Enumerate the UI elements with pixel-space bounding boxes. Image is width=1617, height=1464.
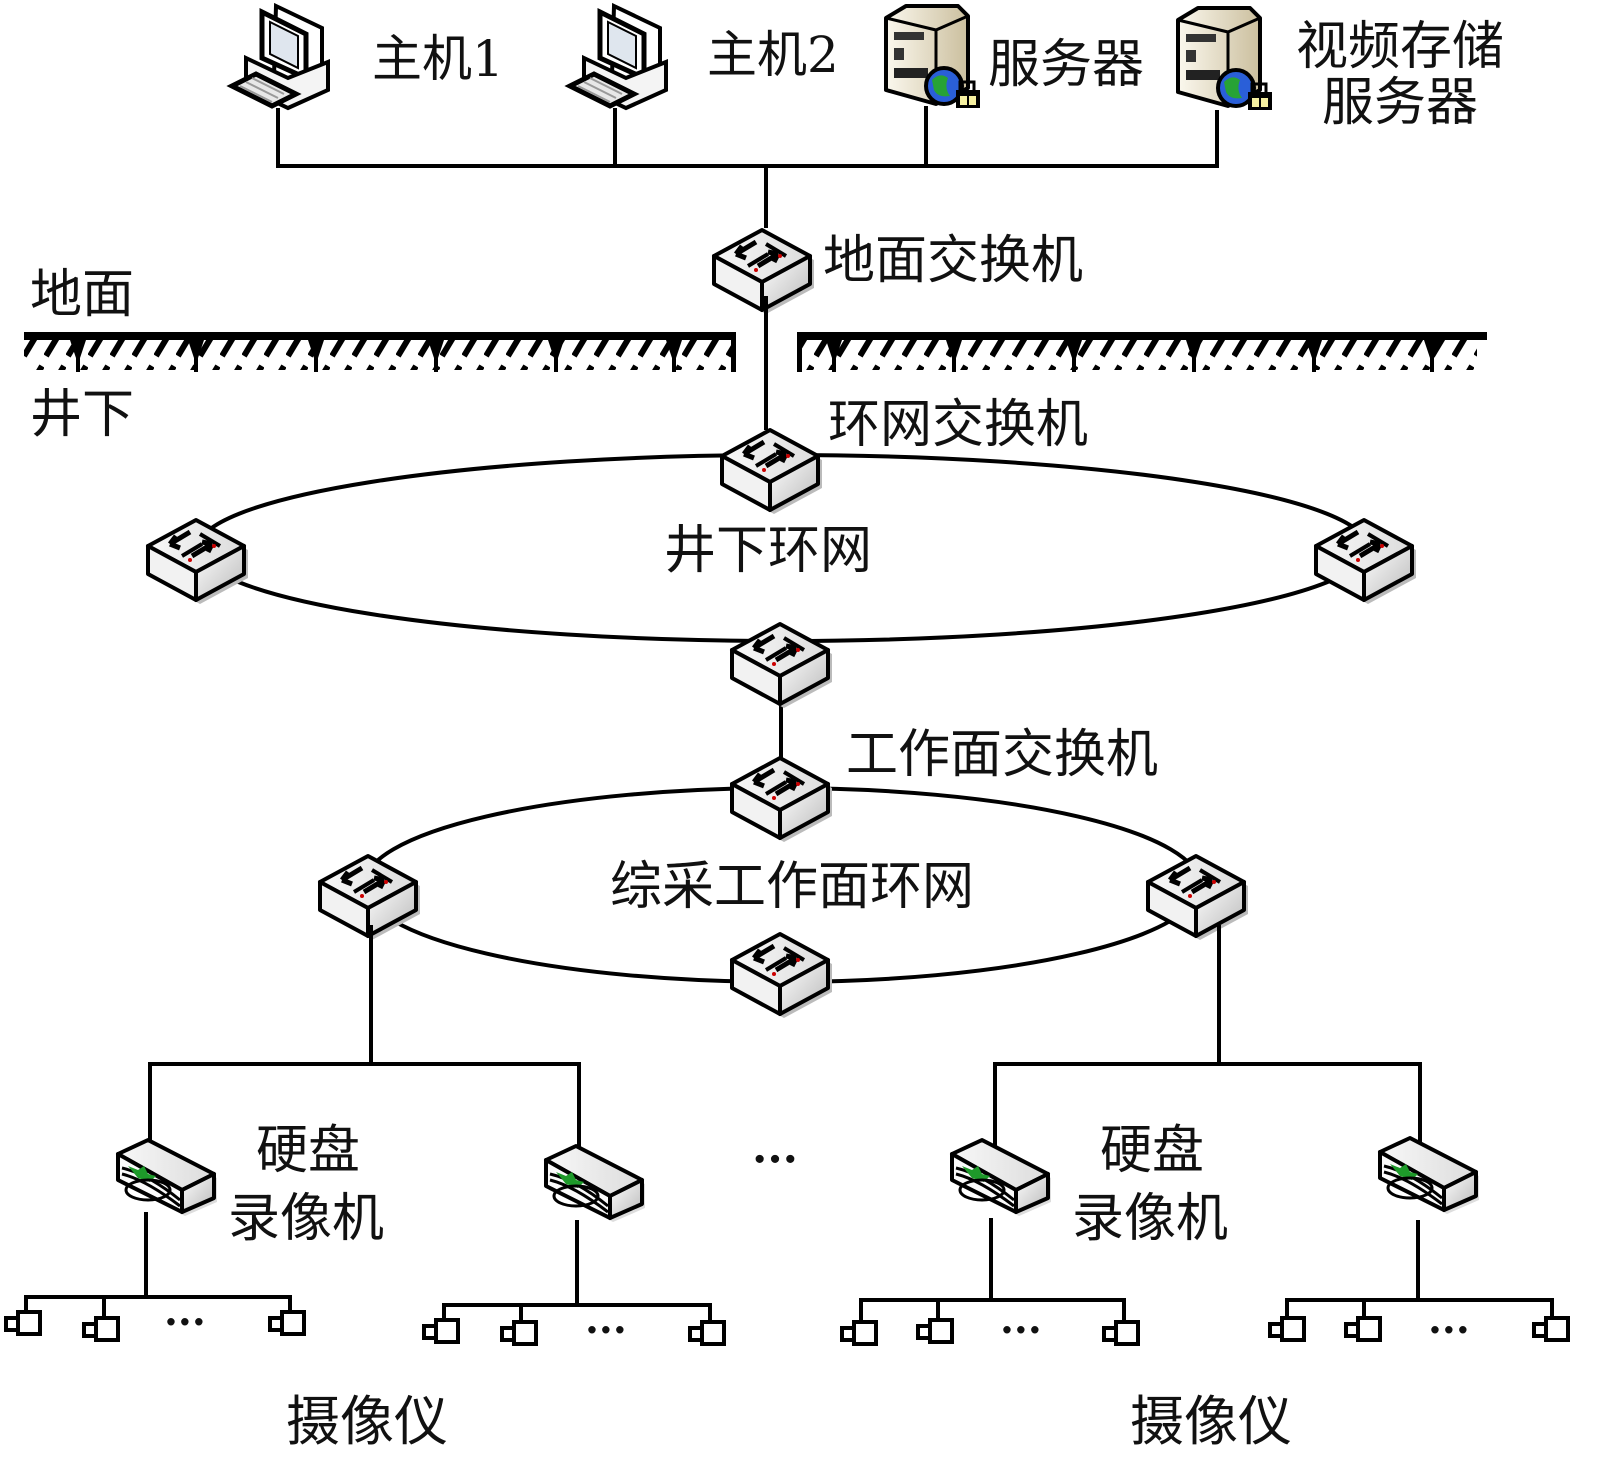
- dvr-2-icon[interactable]: [544, 1144, 647, 1224]
- camera-icon[interactable]: [688, 1320, 726, 1346]
- face-ring-bottom-switch-icon[interactable]: [732, 934, 832, 1018]
- video-storage-server-label-line2: 服务器: [1322, 73, 1478, 133]
- camera-ellipsis: ···: [585, 1307, 627, 1354]
- dvr-1-icon[interactable]: [116, 1138, 219, 1218]
- surface-zone-label: 地面: [30, 265, 134, 325]
- camera-group-left-label: 摄像仪: [286, 1390, 448, 1453]
- dvr-left-label-line1: 硬盘: [256, 1121, 360, 1181]
- dvr-links: [148, 925, 1422, 1158]
- dvr-right-label-line1: 硬盘: [1100, 1121, 1204, 1181]
- host1-label: 主机1: [372, 30, 504, 88]
- dvr-3-icon[interactable]: [950, 1138, 1053, 1218]
- ring-node-bottom-switch-icon[interactable]: [732, 624, 832, 708]
- camera-ellipsis: ···: [164, 1299, 206, 1346]
- server-label: 服务器: [988, 35, 1144, 95]
- face-ring-right-switch-icon[interactable]: [1148, 856, 1248, 940]
- camera-icon[interactable]: [268, 1310, 306, 1336]
- camera-icon[interactable]: [1532, 1316, 1570, 1342]
- ring-node-left-switch-icon[interactable]: [148, 520, 248, 604]
- server-icon[interactable]: [884, 4, 982, 110]
- dvr-left-label-line2: 录像机: [228, 1189, 384, 1249]
- ring-node-right-switch-icon[interactable]: [1316, 520, 1416, 604]
- camera-icon[interactable]: [4, 1310, 42, 1336]
- video-storage-server-label-line1: 视频存储: [1296, 17, 1504, 77]
- face-switch-label: 工作面交换机: [846, 725, 1158, 785]
- camera-icon[interactable]: [840, 1320, 878, 1346]
- camera-ellipsis: ···: [1000, 1307, 1042, 1354]
- ring-switch-icon[interactable]: [722, 430, 822, 514]
- camera-group-right-label: 摄像仪: [1130, 1390, 1292, 1453]
- camera-icon[interactable]: [1344, 1316, 1382, 1342]
- dvr-4-icon[interactable]: [1378, 1136, 1481, 1216]
- ring-switch-label: 环网交换机: [828, 395, 1088, 455]
- face-switch-icon[interactable]: [732, 758, 832, 842]
- camera-icon[interactable]: [82, 1316, 120, 1342]
- host2-label: 主机2: [707, 26, 839, 84]
- host2-computer-icon[interactable]: [570, 6, 666, 108]
- host1-computer-icon[interactable]: [232, 6, 328, 108]
- camera-icon[interactable]: [916, 1318, 954, 1344]
- dvr-ellipsis: ···: [752, 1134, 798, 1185]
- camera-icon[interactable]: [500, 1320, 538, 1346]
- face-ring-label: 综采工作面环网: [610, 857, 974, 917]
- camera-icon[interactable]: [422, 1318, 460, 1344]
- ground-switch-label: 地面交换机: [823, 231, 1083, 291]
- camera-icon[interactable]: [1102, 1320, 1140, 1346]
- ground-boundary: [24, 332, 1487, 372]
- surface-lan: [276, 106, 1219, 228]
- dvr-right-label-line2: 录像机: [1072, 1189, 1228, 1249]
- underground-zone-label: 井下: [30, 385, 134, 445]
- underground-ring-label: 井下环网: [664, 521, 872, 581]
- camera-icon[interactable]: [1268, 1316, 1306, 1342]
- camera-ellipsis: ···: [1428, 1307, 1470, 1354]
- video-storage-server-icon[interactable]: [1176, 6, 1274, 112]
